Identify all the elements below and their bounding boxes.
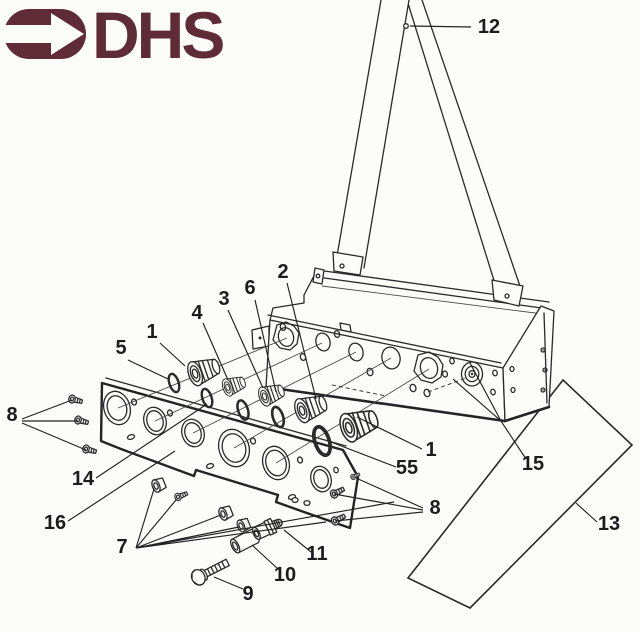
port-hole (315, 332, 331, 352)
box-end-bracket (502, 305, 555, 422)
screw-7 (173, 489, 190, 503)
screw-8 (81, 443, 98, 457)
callout-13: 13 (598, 513, 620, 535)
callouts: 12 2 6 3 4 1 5 8 14 16 7 9 10 11 1 55 8 … (6, 16, 620, 605)
coupling-1 (184, 352, 224, 389)
callout-1b: 1 (425, 439, 436, 461)
coupling-box (251, 267, 555, 423)
o-ring (234, 397, 252, 423)
port-hole (348, 342, 364, 362)
callout-8: 8 (6, 404, 17, 426)
fitting-11 (251, 517, 284, 541)
strap-tab (312, 267, 325, 285)
callout-16: 16 (44, 512, 66, 534)
callout-1: 1 (146, 321, 157, 343)
port-hole (381, 346, 401, 370)
callout-3: 3 (218, 288, 229, 310)
nut (291, 496, 299, 504)
callout-15: 15 (522, 453, 544, 475)
callout-6: 6 (244, 277, 255, 299)
callout-2: 2 (277, 261, 288, 283)
leader-lines (21, 23, 598, 590)
carry-strap-right (406, 0, 524, 307)
plug-7 (149, 475, 168, 495)
face-bolt-holes (279, 322, 516, 398)
callout-12: 12 (478, 16, 500, 38)
callout-14: 14 (72, 468, 95, 490)
mounting-plate (99, 377, 360, 530)
bolt-9 (190, 558, 230, 586)
hardware (67, 393, 362, 586)
panel-fitting (460, 361, 484, 387)
callout-8b: 8 (429, 497, 440, 519)
gasket-edge (105, 377, 347, 447)
coupling-1b (335, 403, 383, 445)
callout-9: 9 (242, 583, 253, 605)
dhs-logo: DHS (2, 0, 226, 72)
dhs-logo-arrow-icon (2, 13, 84, 55)
callout-7: 7 (116, 536, 127, 558)
plate-holes (102, 390, 332, 493)
dhs-logo-text: DHS (92, 0, 223, 72)
callout-5: 5 (115, 337, 126, 359)
screw-8 (67, 393, 84, 407)
callout-11: 11 (306, 543, 327, 565)
callout-4: 4 (191, 302, 203, 324)
callout-55: 55 (396, 457, 418, 479)
adapter-4 (219, 372, 249, 398)
plug-7 (216, 503, 235, 523)
o-ring-5 (165, 371, 183, 395)
cover-panel (406, 378, 634, 609)
nut (303, 499, 311, 507)
callout-10: 10 (274, 564, 296, 586)
carry-strap-left (332, 0, 410, 276)
port-flange (413, 351, 444, 384)
